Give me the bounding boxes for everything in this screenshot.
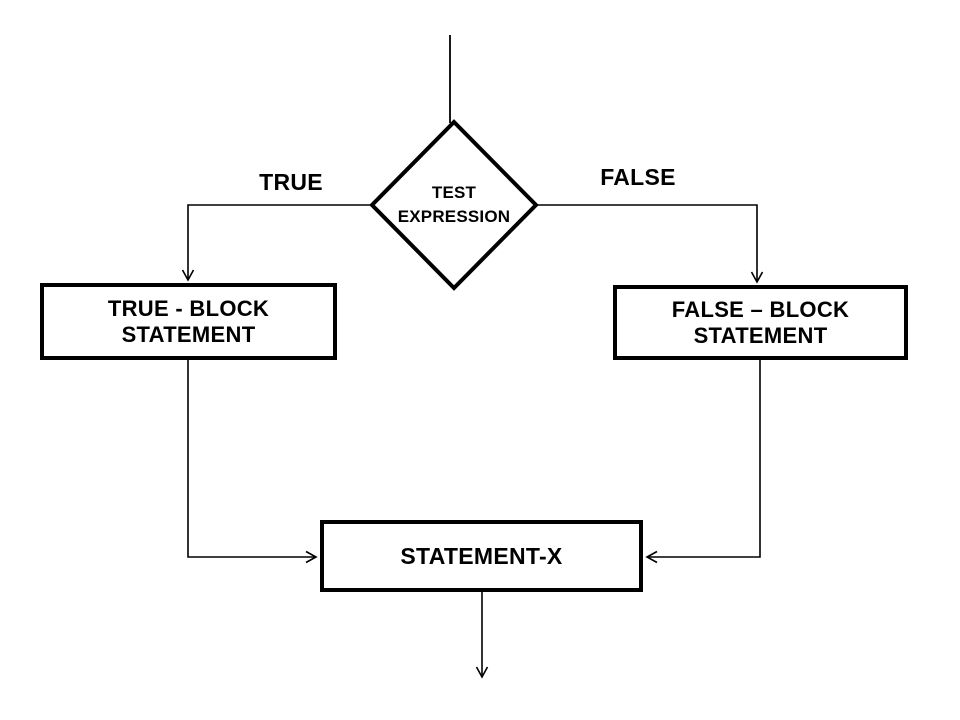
false-block-label-line2: STATEMENT	[693, 322, 828, 348]
false-block-node: FALSE – BLOCK STATEMENT	[613, 285, 908, 360]
true-block-label-line2: STATEMENT	[121, 321, 256, 347]
false-merge-connector	[645, 360, 761, 564]
decision-label: TEST EXPRESSION	[374, 181, 534, 229]
decision-label-line2: EXPRESSION	[397, 207, 511, 226]
true-branch-label: TRUE	[259, 169, 323, 195]
true-block-node: TRUE - BLOCK STATEMENT	[40, 283, 337, 360]
decision-label-line1: TEST	[431, 183, 477, 202]
statement-x-node: STATEMENT-X	[320, 520, 643, 592]
true-merge-connector	[187, 360, 318, 564]
true-branch-connector	[181, 204, 372, 282]
decision-diamond	[369, 119, 539, 291]
true-block-label-line1: TRUE - BLOCK	[107, 295, 270, 321]
false-block-label-line1: FALSE – BLOCK	[671, 296, 850, 322]
false-branch-label: FALSE	[600, 164, 676, 190]
false-branch-connector	[536, 204, 764, 284]
statement-x-label: STATEMENT-X	[400, 543, 563, 569]
